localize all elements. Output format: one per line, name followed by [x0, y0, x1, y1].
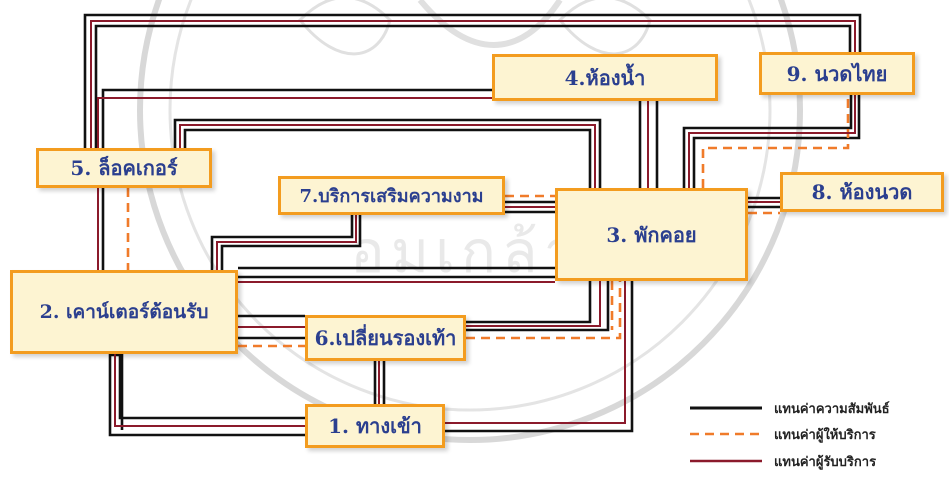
node-beauty: 7.บริการเสริมความงาม	[278, 176, 505, 215]
legend-item-relationship: แทนค่าความสัมพันธ์	[690, 396, 890, 420]
node-lounge: 3. พักคอย	[555, 188, 748, 281]
legend-dashed-orange-line	[690, 432, 762, 436]
relationship-lines	[83, 13, 862, 437]
node-locker: 5. ล็อคเกอร์	[36, 148, 212, 188]
legend-label: แทนค่าความสัมพันธ์	[774, 401, 890, 417]
node-thai-massage: 9. นวดไทย	[759, 52, 915, 95]
legend-item-provider: แทนค่าผู้ให้บริการ	[690, 422, 876, 446]
node-reception: 2. เคาน์เตอร์ต้อนรับ	[10, 270, 238, 354]
provider-lines	[126, 95, 850, 348]
node-entrance: 1. ทางเข้า	[305, 404, 445, 448]
node-restroom: 4.ห้องน้ำ	[492, 54, 718, 101]
legend-label: แทนค่าผู้ให้บริการ	[774, 427, 876, 443]
legend-solid-maroon-line	[690, 459, 762, 463]
receiver-lines	[90, 20, 856, 427]
node-massage-room: 8. ห้องนวด	[780, 172, 944, 212]
legend-label: แทนค่าผู้รับบริการ	[774, 454, 877, 470]
legend-item-receiver: แทนค่าผู้รับบริการ	[690, 449, 876, 473]
legend-solid-black-line	[690, 406, 762, 410]
node-shoe-change: 6.เปลี่ยนรองเท้า	[305, 315, 466, 361]
